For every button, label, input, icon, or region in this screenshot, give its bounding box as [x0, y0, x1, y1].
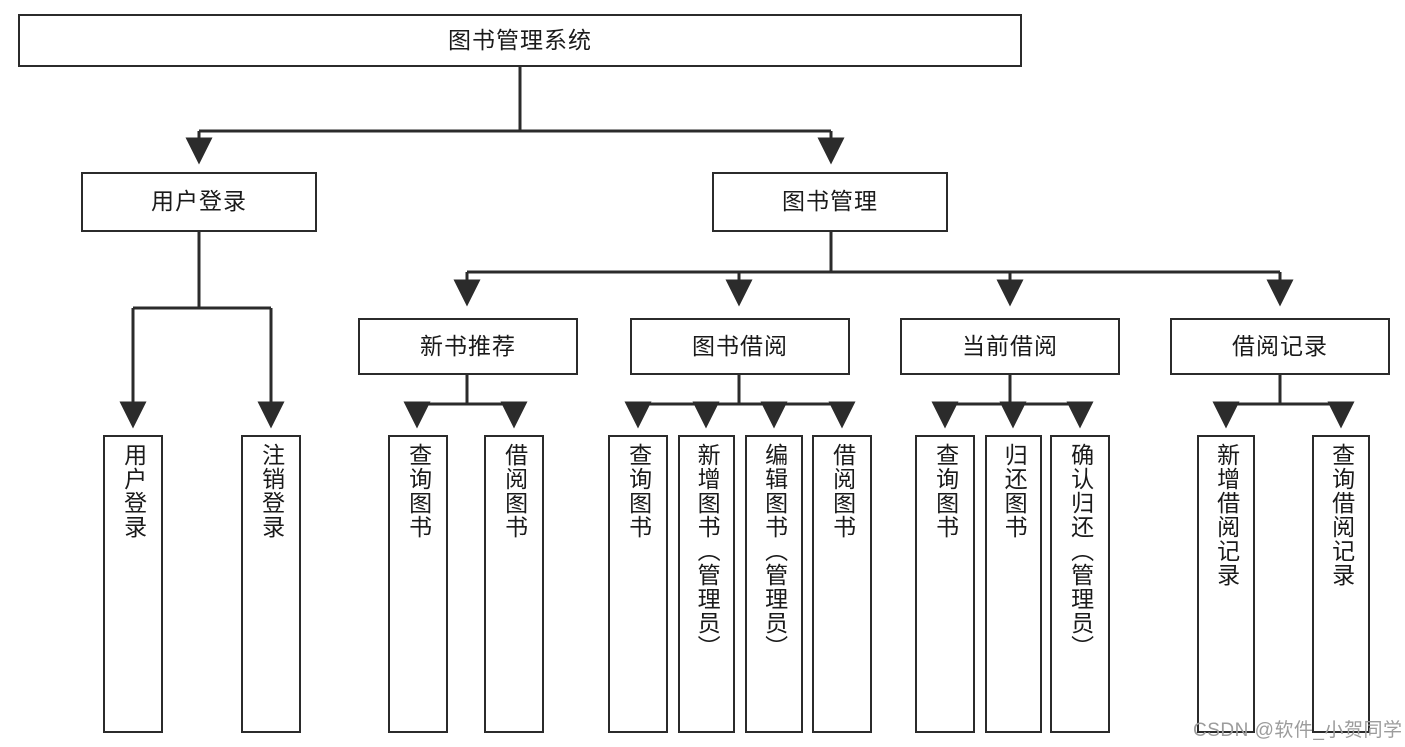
leaf-query-book-3[interactable]: 查询图书	[915, 435, 975, 733]
leaf-query-book-3-label: 查询图书	[932, 443, 959, 539]
leaf-borrow-book-2-label: 借阅图书	[829, 443, 856, 539]
leaf-confirm-return[interactable]: 确认归还（管理员）	[1050, 435, 1110, 733]
node-book-management[interactable]: 图书管理	[712, 172, 948, 232]
leaf-add-book[interactable]: 新增图书（管理员）	[678, 435, 735, 733]
leaf-edit-book[interactable]: 编辑图书（管理员）	[745, 435, 803, 733]
leaf-edit-book-label: 编辑图书（管理员）	[761, 443, 788, 659]
leaf-return-book-label: 归还图书	[1001, 443, 1028, 539]
node-book-management-label: 图书管理	[782, 188, 878, 215]
leaf-borrow-book-1-label: 借阅图书	[501, 443, 528, 539]
node-borrow-record[interactable]: 借阅记录	[1170, 318, 1390, 375]
leaf-query-record[interactable]: 查询借阅记录	[1312, 435, 1370, 733]
leaf-logout[interactable]: 注销登录	[241, 435, 301, 733]
leaf-user-login[interactable]: 用户登录	[103, 435, 163, 733]
leaf-return-book[interactable]: 归还图书	[985, 435, 1042, 733]
node-current-borrow-label: 当前借阅	[962, 332, 1058, 359]
node-borrow-record-label: 借阅记录	[1232, 332, 1328, 359]
node-user-login[interactable]: 用户登录	[81, 172, 317, 232]
leaf-query-record-label: 查询借阅记录	[1328, 443, 1355, 587]
leaf-add-record-label: 新增借阅记录	[1213, 443, 1240, 587]
leaf-add-book-label: 新增图书（管理员）	[694, 443, 721, 659]
leaf-query-book-2-label: 查询图书	[625, 443, 652, 539]
node-book-borrow-label: 图书借阅	[692, 332, 788, 359]
csdn-watermark: CSDN @软件_小贺同学	[1193, 720, 1403, 741]
leaf-confirm-return-label: 确认归还（管理员）	[1067, 443, 1094, 659]
node-book-borrow[interactable]: 图书借阅	[630, 318, 850, 375]
node-new-book-recommend-label: 新书推荐	[420, 332, 516, 359]
node-new-book-recommend[interactable]: 新书推荐	[358, 318, 578, 375]
node-user-login-label: 用户登录	[151, 188, 247, 215]
leaf-query-book-1-label: 查询图书	[405, 443, 432, 539]
leaf-logout-label: 注销登录	[258, 443, 285, 539]
leaf-add-record[interactable]: 新增借阅记录	[1197, 435, 1255, 733]
leaf-borrow-book-2[interactable]: 借阅图书	[812, 435, 872, 733]
leaf-query-book-1[interactable]: 查询图书	[388, 435, 448, 733]
node-root[interactable]: 图书管理系统	[18, 14, 1022, 67]
leaf-user-login-label: 用户登录	[120, 443, 147, 539]
leaf-borrow-book-1[interactable]: 借阅图书	[484, 435, 544, 733]
node-current-borrow[interactable]: 当前借阅	[900, 318, 1120, 375]
node-root-label: 图书管理系统	[448, 26, 592, 53]
leaf-query-book-2[interactable]: 查询图书	[608, 435, 668, 733]
